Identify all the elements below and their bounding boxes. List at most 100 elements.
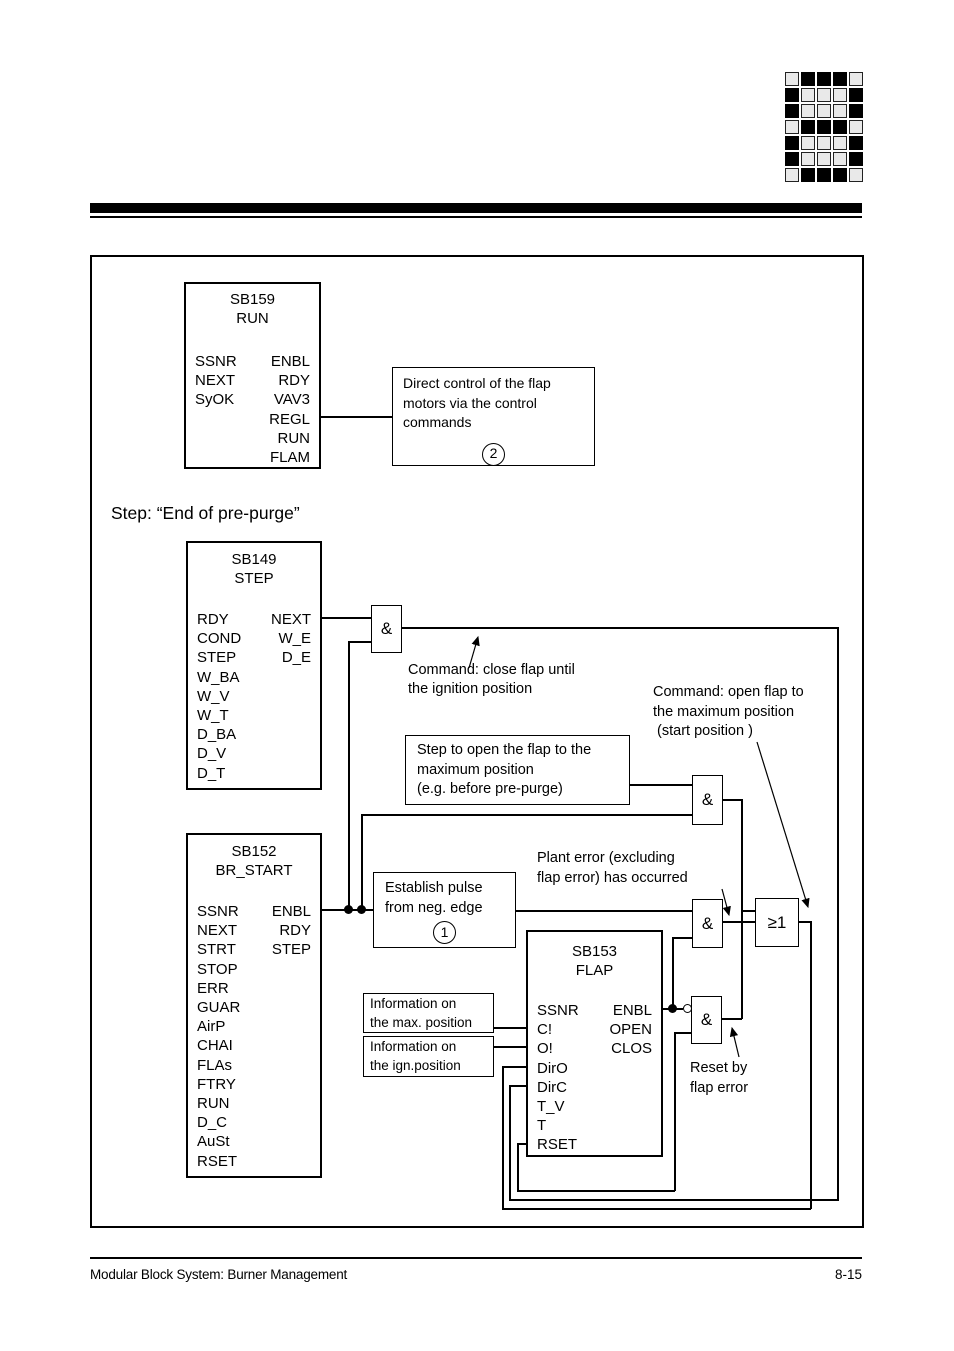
note-establish: Establish pulse from neg. edge 1 <box>373 872 516 948</box>
logo-cell-light <box>785 168 799 182</box>
logo-cell-black <box>801 72 815 86</box>
wire-segment-v9 <box>502 1066 504 1209</box>
chapter-header-rule <box>90 216 862 218</box>
wire-segment-v3 <box>837 627 839 1200</box>
wire-segment-h2 <box>348 641 371 643</box>
annotation-cmd-close: Command: close flap until the ignition p… <box>408 662 575 697</box>
annotation-plant-error: Plant error (excluding flap error) has o… <box>537 850 688 886</box>
logic-gate-or1: ≥1 <box>755 898 799 947</box>
sb153-input-pins: SSNR C! O! DirO DirC T_V T RSET <box>537 1002 579 1154</box>
sb149-title: SB149 STEP <box>231 551 277 588</box>
wire-segment-h21 <box>517 1190 675 1192</box>
note-info-ign-text: Information on the ign.position <box>370 1039 461 1073</box>
junction-dot <box>356 905 366 914</box>
sb149-input-pins: RDY COND STEP W_BA W_V W_T D_BA D_V D_T <box>197 611 242 782</box>
logo-cell-light <box>785 120 799 134</box>
logo-cell-light <box>833 104 847 118</box>
wire-segment-v7 <box>517 1143 519 1191</box>
note-direct: Direct control of the flap motors via th… <box>392 367 595 466</box>
function-block-sb153: SB153 FLAP SSNR C! O! DirO DirC T_V T RSE… <box>526 930 663 1157</box>
wire-segment-h9 <box>741 910 756 912</box>
wire-segment-h6 <box>630 784 692 786</box>
logo-cell-black <box>817 168 831 182</box>
wire-segment-h1 <box>322 617 371 619</box>
figure-frame <box>90 255 864 1228</box>
sb153-title: SB153 FLAP <box>571 943 618 980</box>
annotation-cmd-open: Command: open flap to the maximum positi… <box>653 684 804 739</box>
wire-segment-h5 <box>516 910 692 912</box>
logo-cell-light <box>817 152 831 166</box>
logo-cell-light <box>833 136 847 150</box>
logo-cell-light <box>849 120 863 134</box>
sb159-title: SB159 RUN <box>229 291 276 328</box>
wire-segment-v0 <box>348 641 350 909</box>
note-direct-text: Direct control of the flap motors via th… <box>403 375 551 430</box>
note-step-open: Step to open the flap to the maximum pos… <box>405 735 630 805</box>
logo-cell-light <box>817 88 831 102</box>
wire-segment-h17 <box>494 1046 526 1048</box>
logic-gate-gate1: & <box>371 605 402 653</box>
step-heading: Step: “End of pre-purge” <box>111 503 300 523</box>
wire-segment-v4 <box>810 921 812 1209</box>
wire-segment-v1 <box>361 814 363 909</box>
logo-cell-light <box>849 72 863 86</box>
logo-cell-black <box>785 152 799 166</box>
sb149-output-pins: NEXT W_E D_E <box>270 611 311 667</box>
circled-number-2: 2 <box>482 442 505 466</box>
junction-dot <box>343 905 353 914</box>
wire-segment-v6 <box>674 1032 676 1191</box>
sb159-input-pins: SSNR NEXT SyOK <box>195 353 237 409</box>
logo-cell-black <box>849 136 863 150</box>
logo-cell-light <box>817 104 831 118</box>
logo-cell-black <box>849 88 863 102</box>
logo-cell-black <box>817 72 831 86</box>
logo-cell-black <box>801 168 815 182</box>
wire-segment-h15 <box>799 921 811 923</box>
logo-cell-black <box>833 168 847 182</box>
logo-cell-black <box>849 152 863 166</box>
logic-gate-gate3: & <box>692 899 723 948</box>
footer-page-number: 8-15 <box>834 1267 862 1282</box>
wire-segment-h8 <box>723 799 742 801</box>
wire-segment-h11 <box>672 937 692 939</box>
logic-gate-gate4: & <box>691 996 722 1044</box>
sb152-output-pins: ENBL RDY STEP <box>271 903 311 959</box>
wire-segment-h18 <box>502 1066 526 1068</box>
wire-segment-v2 <box>741 799 743 1019</box>
logo-cell-black <box>833 120 847 134</box>
brand-logo-grid <box>785 72 863 182</box>
chapter-header-bar <box>90 203 862 213</box>
logo-cell-black <box>849 104 863 118</box>
note-establish-text: Establish pulse from neg. edge <box>385 880 483 916</box>
note-step-open-text: Step to open the flap to the maximum pos… <box>417 742 592 797</box>
logo-cell-black <box>833 72 847 86</box>
function-block-sb152: SB152 BR_START SSNR NEXT STRT STOP ERR GU… <box>186 833 322 1178</box>
note-info-ign: Information on the ign.position <box>363 1036 494 1077</box>
sb152-title: SB152 BR_START <box>215 843 293 880</box>
logo-cell-light <box>801 88 815 102</box>
sb152-input-pins: SSNR NEXT STRT STOP ERR GUAR AirP CHAI F… <box>197 903 241 1170</box>
wire-segment-h20 <box>517 1143 527 1145</box>
footer-rule <box>90 1257 862 1259</box>
wire-segment-h16 <box>494 1027 526 1029</box>
logo-cell-black <box>785 104 799 118</box>
wire-segment-v8 <box>509 1085 511 1200</box>
logo-cell-light <box>833 88 847 102</box>
wire-segment-v5 <box>672 937 674 1008</box>
circled-number-1: 1 <box>433 921 456 944</box>
wire-segment-h0 <box>321 416 392 418</box>
logo-cell-light <box>849 168 863 182</box>
annotation-reset-by: Reset by flap error <box>690 1060 749 1096</box>
wire-segment-h13 <box>674 1032 691 1034</box>
junction-dot <box>667 1004 677 1013</box>
wire-segment-h3 <box>402 627 838 629</box>
logo-cell-light <box>817 136 831 150</box>
logo-cell-black <box>785 136 799 150</box>
note-info-max: Information on the max. position <box>363 993 494 1033</box>
wire-segment-h23 <box>502 1208 811 1210</box>
logo-cell-black <box>785 88 799 102</box>
logo-cell-light <box>833 152 847 166</box>
footer-title: Modular Block System: Burner Management <box>90 1267 348 1282</box>
